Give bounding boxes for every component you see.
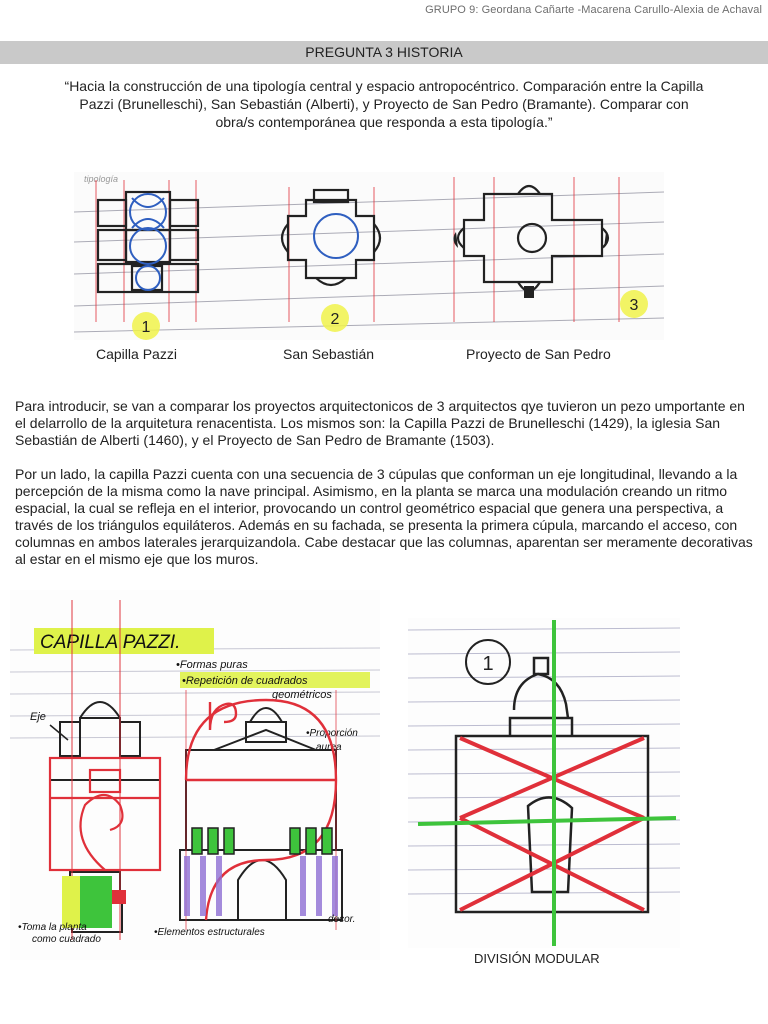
sketch-right-number: 1 [482,653,493,675]
caption-capilla-pazzi: Capilla Pazzi [96,346,177,362]
note-proporcion-2: aurea [316,742,342,753]
plan-number-1: 1 [132,312,160,340]
plan-number-2: 2 [321,304,349,332]
plan-number-2-text: 2 [331,311,340,328]
paragraph-intro: Para introducir, se van a comparar los p… [15,398,745,448]
floor-plans-sketch: tipología [74,172,664,340]
note-decor: decor. [328,914,355,925]
note-formas: •Formas puras [176,659,248,671]
note-planta-1: •Toma la planta [18,922,87,933]
note-elementos: •Elementos estructurales [154,927,265,938]
division-modular-caption: DIVISIÓN MODULAR [474,951,600,966]
plan-number-3: 3 [620,290,648,318]
plan-san-sebastian [280,187,382,322]
question-text: “Hacia la construcción de una tipología … [64,78,704,130]
plan-capilla-pazzi [95,180,200,322]
plan-san-pedro [453,177,620,322]
caption-san-sebastian: San Sebastián [283,346,375,362]
plan-number-1-text: 1 [142,319,151,336]
plans-header-scribble: tipología [84,174,118,184]
sketch-division-modular: 1 [408,618,680,948]
plan-number-3-text: 3 [630,297,639,314]
note-planta-2: como cuadrado [32,934,101,945]
caption-san-pedro: Proyecto de San Pedro [466,346,611,362]
note-eje: Eje [30,711,46,723]
note-proporcion-1: •Proporción [306,728,358,739]
sketch-capilla-pazzi: CAPILLA PAZZI. •Formas puras •Repetición… [10,590,380,960]
paragraph-pazzi: Por un lado, la capilla Pazzi cuenta con… [15,466,753,567]
note-repeticion-1: •Repetición de cuadrados [182,675,308,687]
sketch-left-title: CAPILLA PAZZI. [40,632,180,653]
section-banner: PREGUNTA 3 HISTORIA [0,41,768,64]
group-authors: GRUPO 9: Geordana Cañarte -Macarena Caru… [425,4,762,16]
note-repeticion-2: geométricos [272,689,332,701]
